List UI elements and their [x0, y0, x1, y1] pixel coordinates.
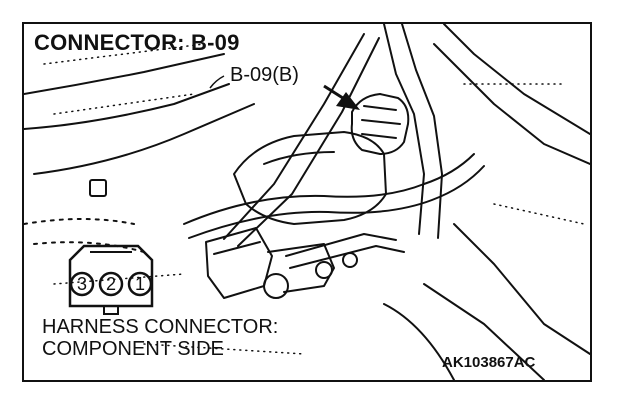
harness-caption-line-1: HARNESS CONNECTOR: — [42, 316, 279, 338]
harness-caption-line-2: COMPONENT SIDE — [42, 338, 224, 360]
harness-caption: HARNESS CONNECTOR: COMPONENT SIDE — [42, 316, 278, 360]
pin-label-3: 3 — [77, 274, 87, 294]
pin-label-2: 2 — [106, 274, 116, 294]
connector-title: CONNECTOR: B-09 — [34, 30, 240, 55]
diagram-frame: 3 2 1 CONNECTOR: B-09 B-09(B) HARNESS CO… — [22, 22, 592, 382]
engine-bay-illustration: 3 2 1 — [24, 24, 590, 380]
connector-callout-label: B-09(B) — [230, 64, 299, 86]
harness-connector-face — [68, 244, 154, 315]
pin-label-1: 1 — [135, 274, 145, 294]
figure-code: AK103867AC — [442, 354, 536, 371]
pointer-arrow — [323, 84, 360, 110]
